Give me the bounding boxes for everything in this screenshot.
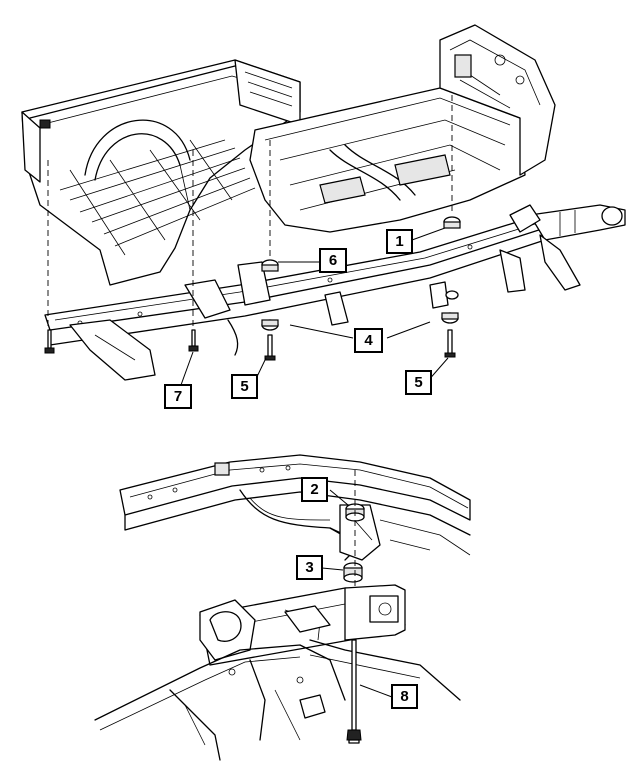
- axle-crossmember: [199, 584, 406, 666]
- frame-rail-detail: [119, 454, 471, 561]
- callout-1-label: 1: [395, 233, 403, 250]
- frame-rail-upper: [44, 204, 626, 381]
- callout-2: 2: [301, 477, 328, 502]
- callout-2-label: 2: [310, 481, 318, 498]
- callout-3-label: 3: [305, 559, 313, 576]
- body-mount-upper-rear: [261, 259, 279, 361]
- callout-7: 7: [164, 384, 192, 409]
- callout-6: 6: [319, 248, 347, 273]
- callout-5-left-label: 5: [240, 378, 248, 395]
- callout-8-label: 8: [400, 688, 408, 705]
- lower-mount-cushion: [343, 562, 363, 583]
- callout-4: 4: [354, 328, 383, 353]
- callout-6-label: 6: [329, 252, 337, 269]
- truck-body-assembly: [21, 24, 556, 286]
- callout-5-right-label: 5: [414, 374, 422, 391]
- body-mount-upper-front: [441, 216, 461, 358]
- callout-3: 3: [296, 555, 323, 580]
- callout-5-left: 5: [231, 374, 258, 399]
- rear-bolt-middle: [188, 329, 199, 352]
- callout-5-right: 5: [405, 370, 432, 395]
- lower-chassis-lines: [94, 639, 461, 761]
- long-mount-bolt: [346, 639, 362, 744]
- bed-floor-ribs: [59, 139, 256, 256]
- callout-1: 1: [386, 229, 413, 254]
- alignment-lines-upper: [47, 95, 453, 330]
- rear-bolt-left: [44, 329, 55, 354]
- callout-7-label: 7: [174, 388, 182, 405]
- callout-8: 8: [391, 684, 418, 709]
- callout-4-label: 4: [364, 332, 373, 349]
